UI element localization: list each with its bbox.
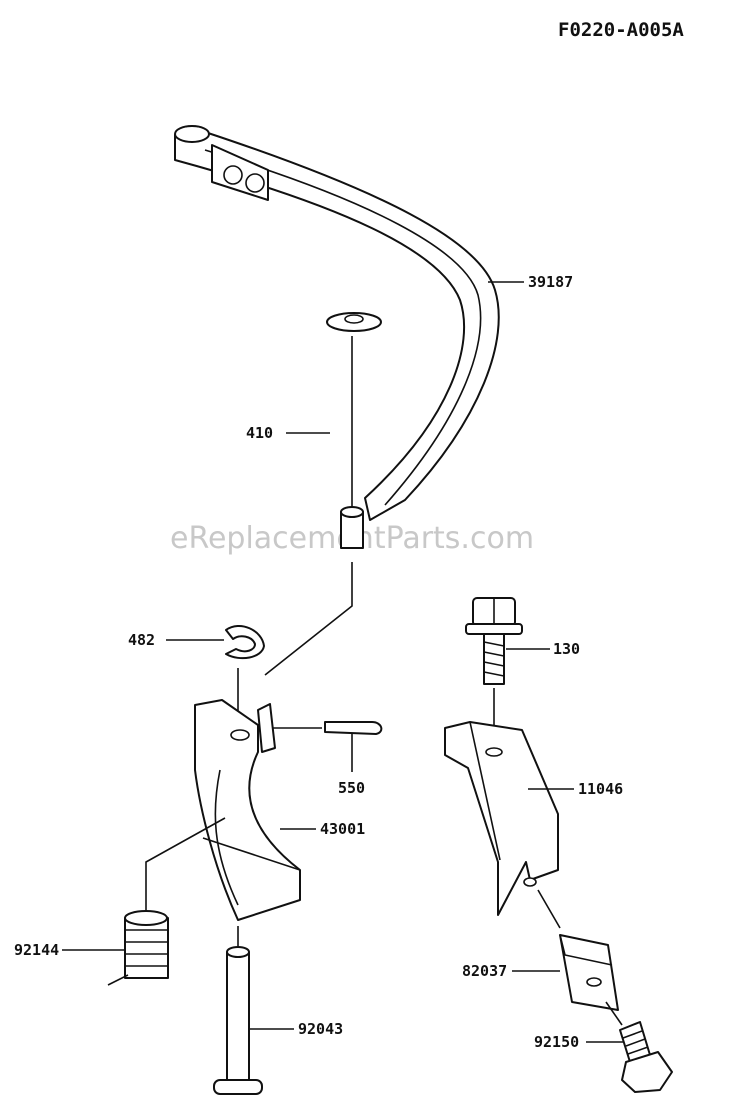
part-label-550[interactable]: 550 [338,779,365,797]
part-label-11046[interactable]: 11046 [578,780,623,798]
assembly-line [145,817,226,910]
drawing-code: F0220-A005A [558,19,684,41]
part-130-bolt[interactable] [465,597,523,685]
part-482-e-clip[interactable] [225,625,265,660]
part-410-washer[interactable] [326,312,382,510]
assembly-line [605,1001,623,1026]
part-label-92150[interactable]: 92150 [534,1033,579,1051]
assembly-line [264,562,353,676]
part-92043-shaft[interactable] [213,946,263,1095]
assembly-line [537,889,561,929]
part-label-82037[interactable]: 82037 [462,962,507,980]
part-550-cotter-pin[interactable] [324,721,383,735]
strap-pin [340,506,364,549]
part-11046-plate[interactable] [444,721,559,916]
part-43001-bracket[interactable] [194,699,301,921]
part-label-92144[interactable]: 92144 [14,941,59,959]
part-label-130[interactable]: 130 [553,640,580,658]
part-label-92043[interactable]: 92043 [298,1020,343,1038]
part-39187-strap[interactable] [174,125,500,521]
part-label-482[interactable]: 482 [128,631,155,649]
part-92150-screw[interactable] [619,1021,673,1093]
part-label-43001[interactable]: 43001 [320,820,365,838]
part-82037-clip-nut[interactable] [559,934,619,1011]
part-label-410[interactable]: 410 [246,424,273,442]
part-92144-spring[interactable] [107,910,169,986]
part-label-39187[interactable]: 39187 [528,273,573,291]
leader-lines [62,281,624,1043]
